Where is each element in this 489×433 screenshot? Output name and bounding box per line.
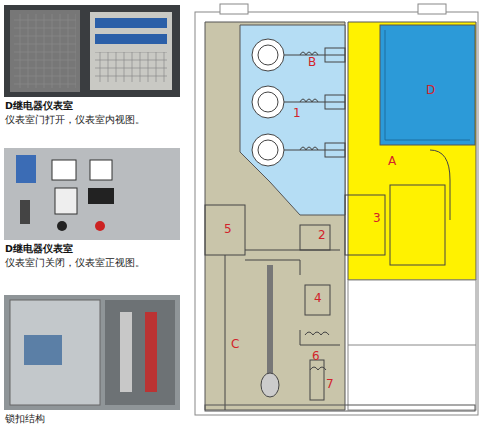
callout-label: 7 <box>326 377 334 391</box>
callout-label: 2 <box>318 228 326 242</box>
caption-text: 仪表室门打开，仪表室内视图。 <box>5 114 145 125</box>
callout-label: 3 <box>373 211 381 225</box>
caption-title: D继电器仪表室 <box>5 243 73 254</box>
caption-title: 锁扣结构 <box>5 413 45 424</box>
callout-label: 6 <box>312 349 320 363</box>
caption-title: D继电器仪表室 <box>5 100 73 111</box>
callout-label: C <box>231 337 239 351</box>
callout-label: B <box>308 55 316 69</box>
callout-label: 5 <box>224 222 232 236</box>
callout-label: 4 <box>314 291 322 305</box>
caption-text: 仪表室门关闭，仪表室正视图。 <box>5 257 145 268</box>
callout-label: D <box>426 83 435 97</box>
callout-label: A <box>388 154 396 168</box>
callout-label: 1 <box>293 106 301 120</box>
